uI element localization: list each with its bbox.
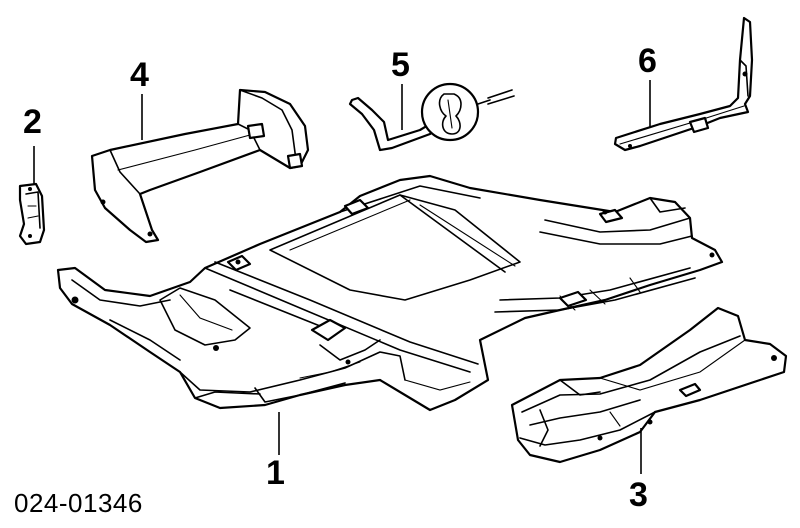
part-4-shield-panel <box>90 88 310 244</box>
drawing-number: 024-01346 <box>14 488 143 518</box>
callout-4: 4 <box>130 56 149 94</box>
leader-lines <box>33 80 651 474</box>
callout-6: 6 <box>638 42 657 80</box>
part-1-skid-plate <box>56 174 724 412</box>
callout-1: 1 <box>266 454 285 492</box>
callout-2: 2 <box>23 103 42 141</box>
part-2-bracket <box>18 182 46 246</box>
part-3-side-shield <box>510 306 788 464</box>
part-5-retainer-clip <box>348 82 515 152</box>
callout-5: 5 <box>391 46 410 84</box>
part-6-bracket-plate <box>613 16 754 152</box>
callout-3: 3 <box>629 476 648 514</box>
